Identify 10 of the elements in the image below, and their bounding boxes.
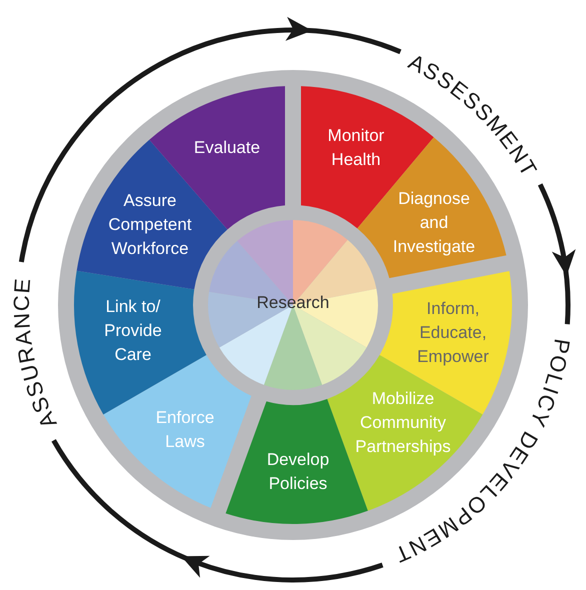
segment-label: Link to/ Provide Care xyxy=(103,296,163,366)
segment-label: Inform, Educate, Empower xyxy=(416,298,490,368)
center-label: Research xyxy=(256,292,330,314)
research-circle xyxy=(208,220,378,390)
segment-label: Monitor Health xyxy=(326,125,386,171)
segment-label: Evaluate xyxy=(192,137,262,159)
segment-label: Enforce Laws xyxy=(154,407,216,453)
segment-label: Assure Competent Workforce xyxy=(107,190,193,260)
segment-label: Develop Policies xyxy=(266,449,330,495)
segment-label: Diagnose and Investigate xyxy=(392,188,476,258)
